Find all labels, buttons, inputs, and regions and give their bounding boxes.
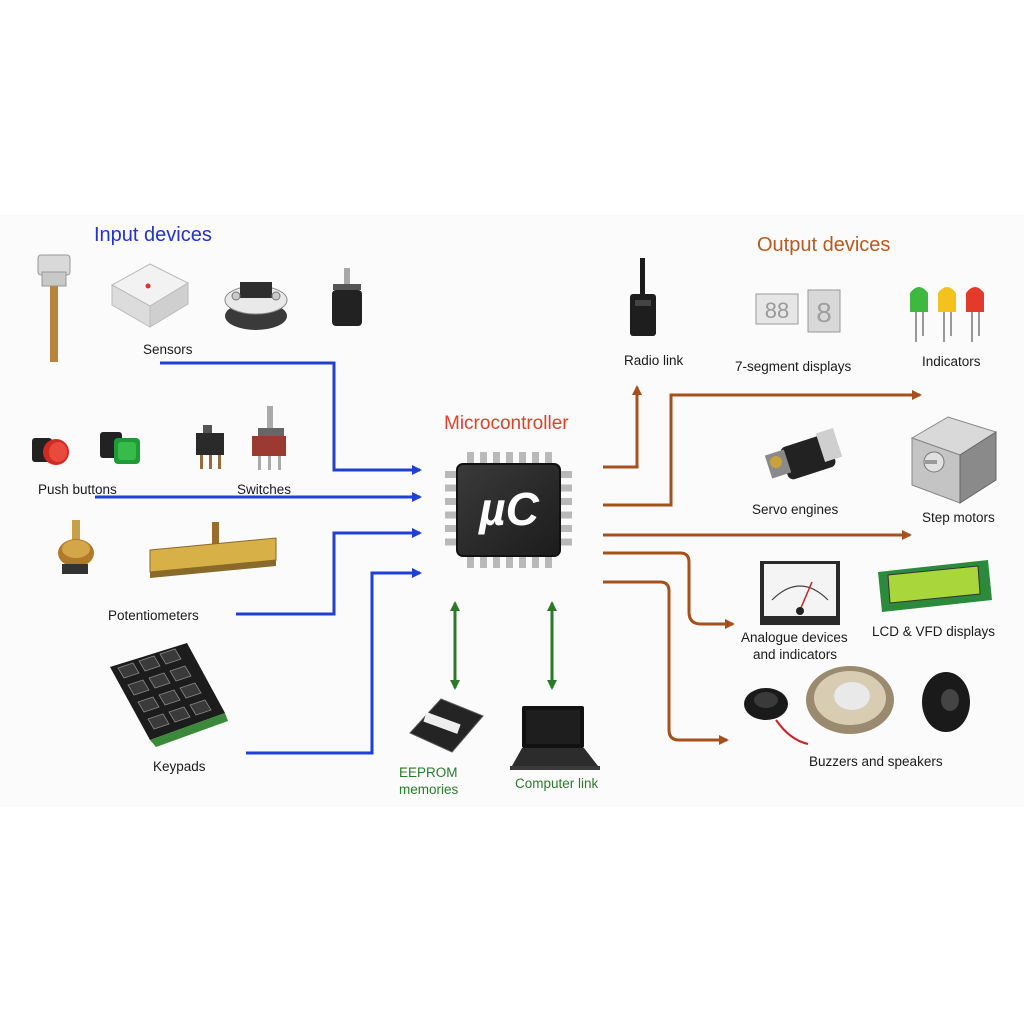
- output-devices-heading: Output devices: [757, 234, 890, 256]
- transmitter-sensor-icon: [224, 282, 288, 330]
- lcd-module-icon: [878, 560, 992, 612]
- keypad-icon: [110, 643, 228, 747]
- probe-sensor-icon: [37, 254, 71, 362]
- microcontroller-heading: Microcontroller: [444, 413, 569, 434]
- chip-pin: [545, 452, 552, 464]
- input-devices-heading: Input devices: [94, 224, 212, 246]
- chip-pin: [545, 556, 552, 568]
- led-yellow-icon: [938, 287, 956, 342]
- chip-pin: [480, 452, 487, 464]
- chip-pin: [519, 556, 526, 568]
- green-push-button-icon: [100, 432, 140, 464]
- chip-pin: [445, 471, 457, 478]
- chip-pin: [532, 452, 539, 464]
- radio-link-label: Radio link: [624, 353, 684, 368]
- buzzers-arrow: [603, 580, 729, 745]
- step-motors-label: Step motors: [922, 510, 995, 525]
- indicators-label: Indicators: [922, 354, 981, 369]
- keypad-key: [159, 648, 182, 665]
- chip-pin: [506, 452, 513, 464]
- keypad-key: [148, 672, 171, 689]
- chip-pin: [445, 525, 457, 532]
- sensors-arrow: [160, 361, 422, 475]
- chip-pin: [493, 452, 500, 464]
- chip-pin: [493, 556, 500, 568]
- rotary-potentiometer-icon: [58, 520, 94, 574]
- red-push-button-icon: [32, 438, 69, 465]
- chip-pin: [467, 452, 474, 464]
- potentiometers-label: Potentiometers: [108, 608, 199, 623]
- svg-text:88: 88: [765, 298, 789, 323]
- toggle-switch-icon: [252, 406, 286, 470]
- computer-link-label: Computer link: [515, 776, 599, 791]
- chip-pin: [560, 498, 572, 505]
- led-red-icon: [966, 287, 984, 342]
- stepper-motor-icon: [910, 416, 998, 504]
- keypad-key: [189, 699, 212, 716]
- keypad-key: [147, 713, 170, 730]
- keypad-key: [137, 696, 160, 713]
- lcd-vfd-label: LCD & VFD displays: [872, 624, 995, 639]
- chip-pins: [445, 452, 572, 568]
- chip-pin: [560, 511, 572, 519]
- keypad-key: [158, 689, 181, 706]
- indicators-arrow: [603, 390, 922, 507]
- keypad-key: [179, 682, 202, 699]
- svg-text:8: 8: [816, 297, 832, 328]
- chip-pin: [445, 498, 457, 505]
- led-green-icon: [910, 287, 928, 342]
- chip-pin: [560, 484, 572, 492]
- chip-pin: [506, 556, 513, 568]
- microcontroller-chip: µC: [445, 452, 572, 568]
- slide-potentiometer-icon: [149, 522, 277, 578]
- chip-pin: [480, 556, 487, 568]
- push-buttons-label: Push buttons: [38, 482, 117, 497]
- servo-engines-label: Servo engines: [752, 502, 839, 517]
- sensors-label: Sensors: [143, 342, 193, 357]
- laptop-icon: [510, 706, 600, 770]
- switches-label: Switches: [237, 482, 291, 497]
- analogue-label-line2: and indicators: [753, 647, 837, 662]
- input-arrows: [95, 361, 422, 755]
- servo-motor-icon: [764, 427, 843, 480]
- radio-link-arrow: [603, 385, 642, 469]
- antenna-module-icon: [630, 258, 656, 336]
- chip-pin: [467, 556, 474, 568]
- chip-pin: [532, 556, 539, 568]
- chip-label: µC: [477, 483, 540, 535]
- keypad-key: [168, 706, 191, 723]
- keypad-key: [138, 655, 161, 672]
- slide-switch-icon: [196, 425, 224, 469]
- chip-pin: [560, 538, 572, 546]
- keypad-key: [127, 679, 150, 696]
- analog-meter-icon: [760, 561, 840, 625]
- seven-segment-label: 7-segment displays: [735, 359, 852, 374]
- analogue-arrow: [603, 551, 735, 629]
- chip-pin: [560, 471, 572, 478]
- chip-pin: [445, 484, 457, 492]
- keypad-key: [117, 662, 140, 679]
- enclosure-sensor-icon: [110, 263, 190, 328]
- buzzers-label: Buzzers and speakers: [809, 754, 943, 769]
- keypads-label: Keypads: [153, 759, 206, 774]
- chip-pin: [445, 538, 457, 546]
- eeprom-chip-icon: [409, 698, 484, 753]
- keypad-key: [169, 665, 192, 682]
- potentiometers-arrow: [236, 528, 422, 616]
- chip-pin: [560, 525, 572, 532]
- buzzer-icon: [744, 672, 970, 745]
- rotary-encoder-icon: [332, 268, 362, 326]
- analogue-label-line1: Analogue devices: [741, 630, 848, 645]
- eeprom-label-line1: EEPROM: [399, 765, 458, 780]
- seven-segment-display-icon: 88 8: [755, 289, 841, 333]
- bidirectional-arrows: [450, 601, 557, 690]
- speaker-icon: [806, 666, 894, 734]
- chip-pin: [445, 511, 457, 519]
- eeprom-label-line2: memories: [399, 782, 459, 797]
- keypads-arrow: [246, 568, 422, 755]
- output-arrows: [603, 385, 922, 745]
- chip-pin: [519, 452, 526, 464]
